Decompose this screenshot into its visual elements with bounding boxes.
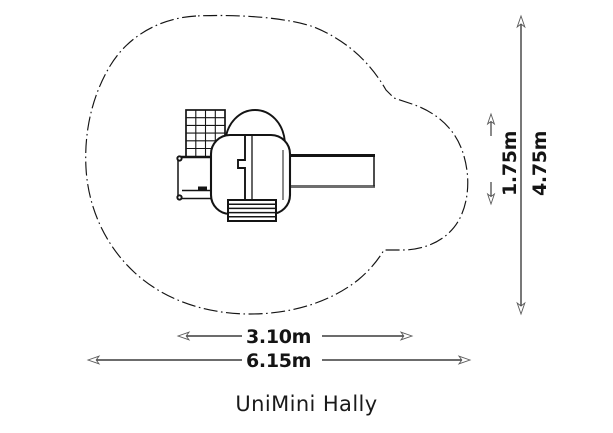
dimension-label-vertical-inner: 1.75m (499, 130, 521, 196)
play-tower-body (209, 133, 292, 216)
drawing-title: UniMini Hally (235, 392, 378, 416)
safety-zone-path (85, 14, 469, 315)
dimension-line-horizontal-inner (176, 331, 414, 341)
slide-chute (282, 151, 375, 191)
safety-zone-outline (85, 14, 469, 315)
climbing-net-grid (185, 109, 226, 158)
dimension-line-vertical-outer (516, 14, 526, 316)
dimension-label-horizontal-inner: 3.10m (246, 326, 312, 348)
dimension-label-vertical-outer: 4.75m (529, 130, 551, 196)
dimension-label-horizontal-outer: 6.15m (246, 350, 312, 372)
dimension-line-horizontal-outer (86, 355, 472, 365)
dimension-line-vertical-inner (486, 112, 496, 206)
access-steps (227, 199, 277, 222)
